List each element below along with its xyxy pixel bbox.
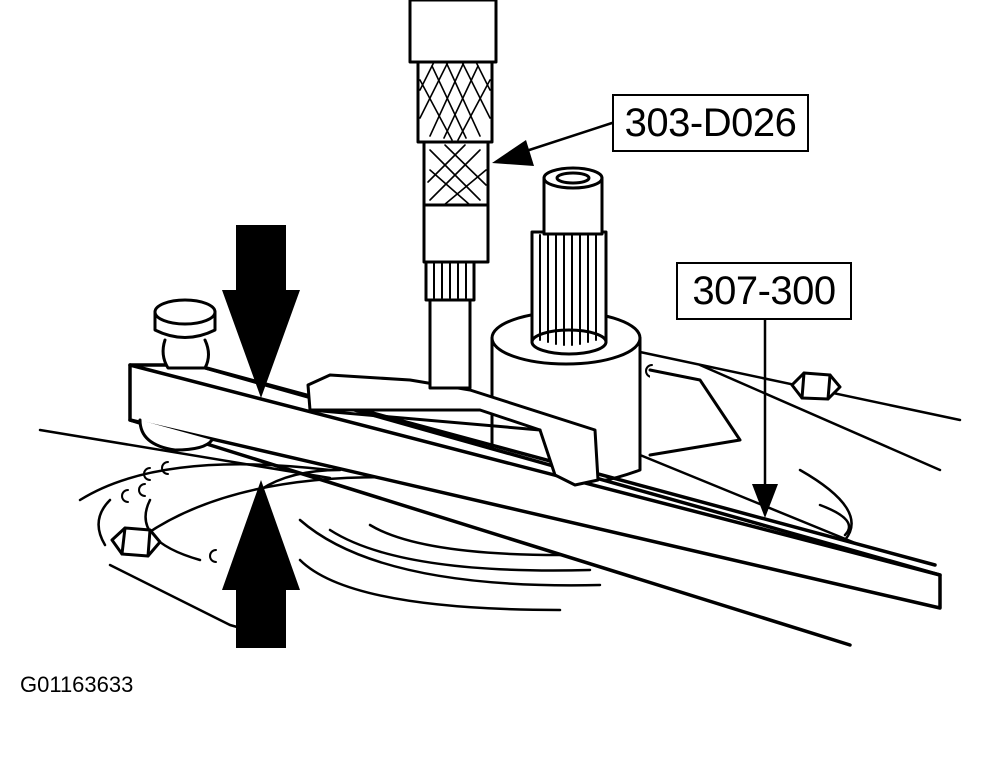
figure-id: G01163633 xyxy=(20,672,134,697)
down-arrow xyxy=(222,225,300,398)
post-knob xyxy=(138,298,217,452)
callout-text: 303-D026 xyxy=(624,101,797,145)
callout-label-307-300: 307-300 xyxy=(676,262,852,320)
callout-text: 307-300 xyxy=(692,269,836,313)
leader-line-tool-a xyxy=(518,121,614,155)
leader-arrowhead-tool-b xyxy=(752,484,778,518)
depth-micrometer xyxy=(306,0,600,487)
leader-arrowhead-tool-a xyxy=(492,140,534,166)
output-shaft xyxy=(490,166,742,487)
up-arrow xyxy=(222,480,300,648)
hex-bolt-right xyxy=(790,371,842,401)
callout-label-303-d026: 303-D026 xyxy=(612,94,809,152)
hex-bolt-left xyxy=(110,526,162,558)
